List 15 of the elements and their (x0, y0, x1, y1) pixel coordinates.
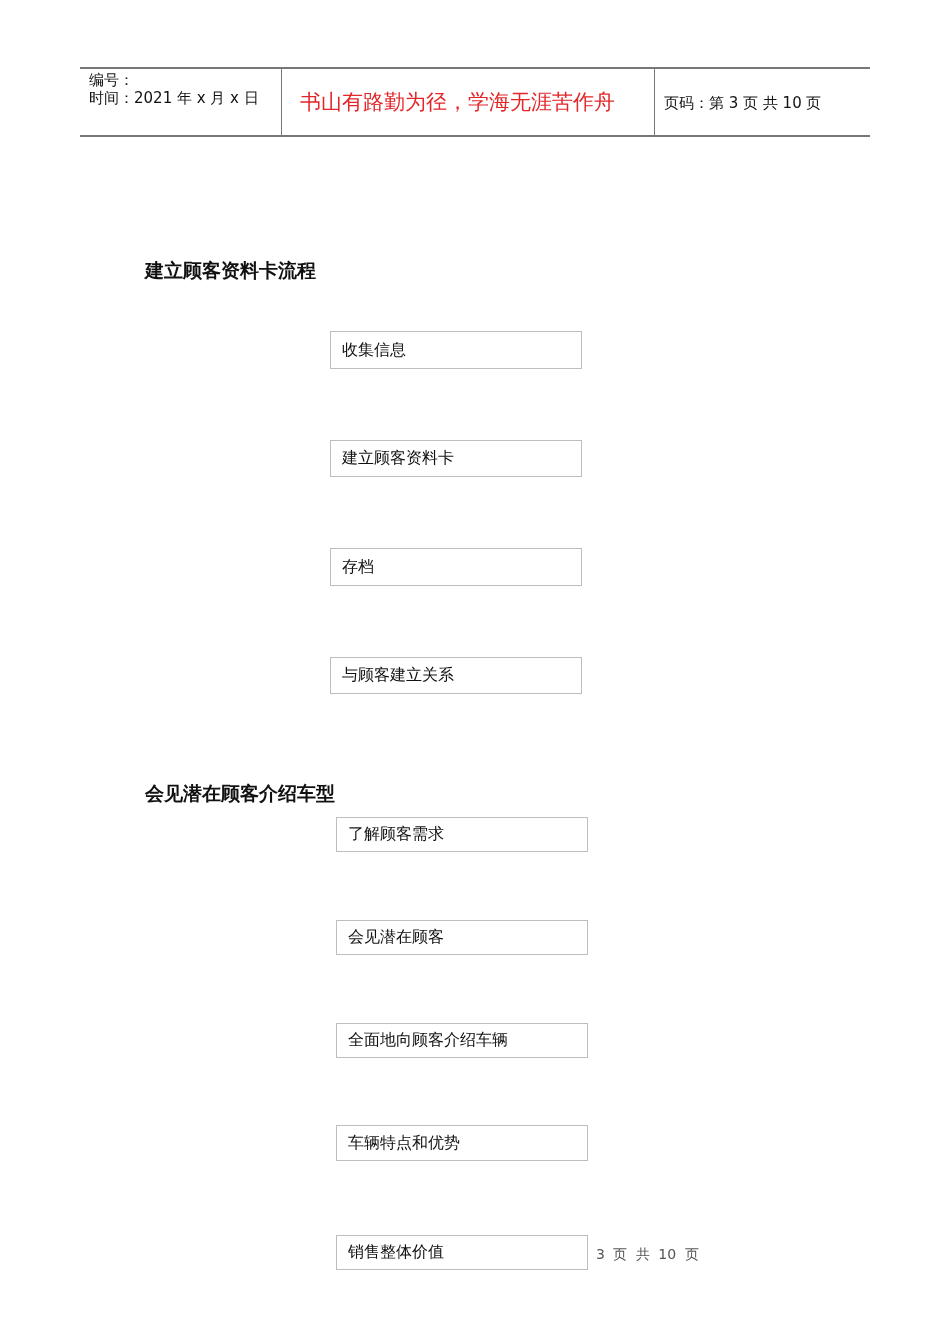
section-heading: 建立顾客资料卡流程 (145, 259, 316, 282)
process-box: 建立顾客资料卡 (330, 440, 582, 477)
process-box: 全面地向顾客介绍车辆 (336, 1023, 588, 1058)
page-number-text: 页码：第 3 页 共 10 页 (664, 94, 822, 112)
process-box: 与顾客建立关系 (330, 657, 582, 694)
process-box: 销售整体价值 (336, 1235, 588, 1270)
process-box: 车辆特点和优势 (336, 1125, 588, 1161)
date-text: 时间：2021 年 x 月 x 日 (89, 89, 259, 107)
process-box: 会见潜在顾客 (336, 920, 588, 955)
section-heading: 会见潜在顾客介绍车型 (145, 782, 335, 805)
process-box: 了解顾客需求 (336, 817, 588, 852)
motto-text: 书山有路勤为径，学海无涯苦作舟 (300, 90, 615, 116)
document-number-label: 编号： (89, 71, 134, 89)
process-box: 收集信息 (330, 331, 582, 369)
process-box: 存档 (330, 548, 582, 586)
